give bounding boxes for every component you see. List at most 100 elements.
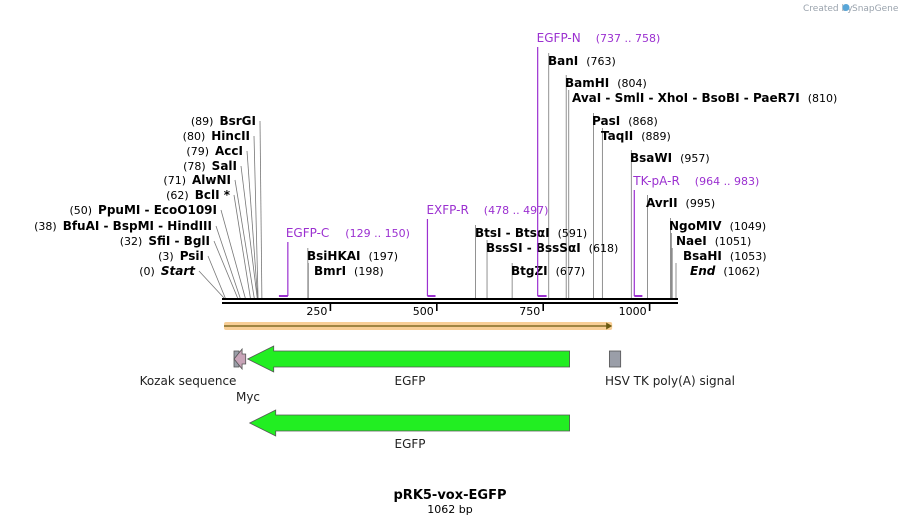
primer-name: TK-pA-R [632, 174, 680, 188]
site-labels: Start(0)PsiI (3) SfiI - BglI(32)BfuAI - Bs… [34, 54, 837, 278]
primer-range: (129 .. 150) [345, 227, 410, 240]
site-position: (62) [166, 189, 189, 202]
site-name: AlwNI [192, 173, 231, 187]
site-line [246, 150, 259, 299]
primer-tk-pa-r[interactable]: TK-pA-R (964 .. 983) [632, 174, 760, 297]
site-line [207, 255, 226, 299]
site-lines [198, 53, 677, 299]
site-line [215, 225, 241, 299]
site-sali[interactable]: SalI(78) [183, 159, 237, 173]
primer-range: (964 .. 983) [695, 175, 760, 188]
site-position: (957) [680, 152, 710, 165]
site-start[interactable]: Start(0) [139, 264, 196, 278]
site-position: (3) [158, 250, 174, 263]
map-length: 1062 bp [427, 503, 472, 516]
site-bsahi[interactable]: BsaHI(1053) [683, 249, 766, 263]
site-bsrgi[interactable]: BsrGI (89) [191, 114, 256, 128]
site-name: BsaWI [630, 151, 672, 165]
feature-egfp[interactable]: EGFP [246, 345, 570, 388]
site-position: (1051) [715, 235, 752, 248]
orf-egfp[interactable]: EGFP [248, 409, 570, 451]
site-name: BssSI - BssSαI [486, 241, 581, 255]
site-line [213, 240, 238, 299]
site-btgzi[interactable]: BtgZI(677) [511, 264, 585, 278]
primer-egfp-n[interactable]: EGFP-N (737 .. 758) [537, 31, 661, 297]
site-taqii[interactable]: TaqII(889) [601, 129, 671, 143]
site-position: (995) [686, 197, 716, 210]
site-position: (198) [354, 265, 384, 278]
site-naei[interactable]: NaeI(1051) [676, 234, 751, 248]
feature-label: EGFP [394, 374, 425, 388]
primer-name: EGFP-C [286, 226, 329, 240]
primer-exfp-r[interactable]: EXFP-R(478 .. 497) [426, 203, 549, 297]
feature-hsv-tk-poly-a-signal[interactable]: HSV TK poly(A) signal [605, 350, 735, 388]
selection-range[interactable] [224, 322, 613, 330]
site-hincii[interactable]: HincII(80) [183, 129, 250, 143]
site-avrii[interactable]: AvrII (995) [646, 196, 715, 210]
site-bani[interactable]: BanI(763) [548, 54, 616, 68]
orf-label: EGFP [394, 437, 425, 451]
selection-arrowhead-icon [606, 322, 613, 330]
site-name: AvaI - SmlI - XhoI - BsoBI - PaeR7I [572, 91, 800, 105]
site-ngomiv[interactable]: NgoMIV(1049) [669, 219, 766, 233]
site-bcli[interactable]: BclI * (62) [166, 188, 231, 202]
site-bfuai[interactable]: BfuAI - BspMI - HindIII (38) [34, 219, 212, 233]
primer-egfp-c[interactable]: EGFP-C (129 .. 150) [278, 226, 410, 297]
primer-range: (737 .. 758) [596, 32, 661, 45]
orf-arrow [248, 409, 570, 437]
site-name: End [690, 264, 716, 278]
brand-created-by: Created by [803, 4, 853, 14]
feature-myc[interactable]: Myc [233, 347, 260, 404]
site-acci[interactable]: AccI(79) [186, 144, 243, 158]
site-name: SalI [212, 159, 237, 173]
site-bsssi[interactable]: BssSI - BssSαI (618) [486, 241, 618, 255]
site-position: (89) [191, 115, 214, 128]
site-line [233, 194, 251, 299]
feature-label: Myc [236, 390, 260, 404]
primer-name: EGFP-N [537, 31, 581, 45]
feature-label: Kozak sequence [140, 374, 237, 388]
site-position: (71) [163, 174, 186, 187]
brand-name: SnapGene [852, 4, 899, 14]
feature-arrow [246, 345, 570, 373]
site-name: BfuAI - BspMI - HindIII [63, 219, 212, 233]
site-alwni[interactable]: AlwNI (71) [163, 173, 231, 187]
site-sfii[interactable]: SfiI - BglI(32) [120, 234, 210, 248]
site-end[interactable]: End (1062) [690, 264, 760, 278]
site-name: BtsI - BtsαI [475, 226, 550, 240]
site-bsawi[interactable]: BsaWI (957) [630, 151, 710, 165]
site-position: (810) [808, 92, 838, 105]
site-position: (804) [617, 77, 647, 90]
snapgene-brand: Created by SnapGene [803, 4, 899, 14]
feature-arrow [233, 347, 247, 371]
site-position: (1062) [723, 265, 760, 278]
primer-range: (478 .. 497) [484, 204, 549, 217]
site-name: BclI * [195, 188, 231, 202]
site-position: (618) [589, 242, 619, 255]
site-name: AccI [215, 144, 243, 158]
tick-label: 250 [306, 305, 327, 318]
site-btsi[interactable]: BtsI - BtsαI(591) [475, 226, 587, 240]
site-position: (889) [641, 130, 671, 143]
map-title: pRK5-vox-EGFP [394, 488, 507, 503]
site-ppumi[interactable]: PpuMI - EcoO109I(50) [69, 203, 217, 217]
site-name: BsrGI [219, 114, 256, 128]
site-bamhi[interactable]: BamHI(804) [565, 76, 647, 90]
feature-box [608, 350, 622, 368]
site-name: PsiI [180, 249, 204, 263]
site-psii[interactable]: PsiI (3) [158, 249, 204, 263]
site-line [234, 179, 255, 299]
site-position: (38) [34, 220, 57, 233]
feature-kozak-sequence[interactable]: Kozak sequence [140, 350, 240, 388]
site-bmri[interactable]: BmrI(198) [314, 264, 384, 278]
site-avai[interactable]: AvaI - SmlI - XhoI - BsoBI - PaeR7I (810) [572, 91, 837, 105]
site-name: PasI [592, 114, 620, 128]
tick-label: 1000 [619, 305, 647, 318]
site-name: AvrII [646, 196, 678, 210]
site-pasi[interactable]: PasI(868) [592, 114, 658, 128]
tick-label: 750 [519, 305, 540, 318]
site-bsihkai[interactable]: BsiHKAI(197) [307, 249, 398, 263]
